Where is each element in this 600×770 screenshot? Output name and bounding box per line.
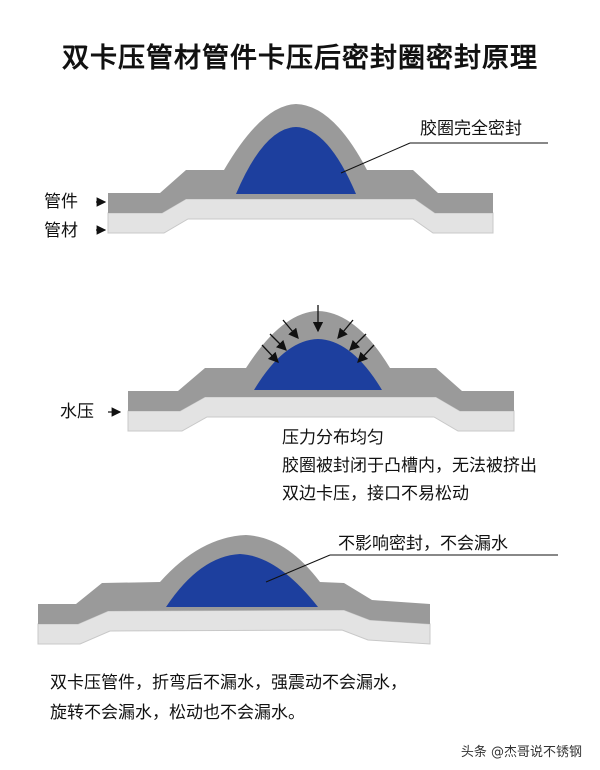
watermark: 头条 @杰哥说不锈钢 (460, 745, 582, 760)
no-leak-note: 不影响密封，不会漏水 (338, 534, 508, 554)
diagram-1 (96, 104, 548, 235)
label-pipe: 管材 (44, 221, 78, 241)
sealing-ring (236, 127, 356, 194)
diagram-2 (108, 305, 515, 432)
page-title: 双卡压管材管件卡压后密封圈密封原理 (62, 43, 538, 74)
sealing-ring (254, 339, 382, 390)
bottom-caption: 双卡压管件，折弯后不漏水，强震动不会漏水， 旋转不会漏水，松动也不会漏水。 (50, 668, 407, 728)
seal-complete-note: 胶圈完全密封 (420, 119, 522, 139)
label-water-pressure: 水压 (60, 402, 94, 422)
caption-line: 双卡压管件，折弯后不漏水，强震动不会漏水， (50, 673, 407, 693)
description-line: 胶圈被封闭于凸槽内，无法被挤出 (282, 456, 537, 476)
label-fitting: 管件 (44, 192, 78, 212)
description-line: 双边卡压，接口不易松动 (282, 484, 469, 504)
description-line: 压力分布均匀 (282, 428, 384, 448)
diagram-3 (37, 535, 558, 645)
caption-line: 旋转不会漏水，松动也不会漏水。 (50, 703, 305, 723)
sealing-ring (166, 554, 318, 607)
description-block: 压力分布均匀 胶圈被封闭于凸槽内，无法被挤出 双边卡压，接口不易松动 (282, 424, 537, 508)
pressure-arrows (261, 305, 375, 363)
